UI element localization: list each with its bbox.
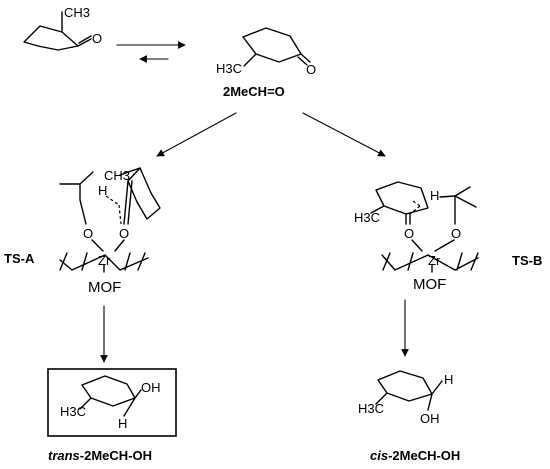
hydroxyl-label: OH <box>420 411 440 426</box>
carbonyl-oxygen-label: O <box>306 62 316 77</box>
arrow-to-ts-a <box>156 112 237 157</box>
transition-state-a: CH3 H O O Zr MOF TS-A <box>4 167 161 296</box>
equilibrium-arrows <box>116 41 186 63</box>
isopropoxide-oxygen-label: O <box>451 226 461 241</box>
highlight-box <box>47 368 177 437</box>
hydroxyl-label: OH <box>141 380 161 395</box>
hydride-label: H <box>430 188 439 203</box>
methyl-label: H3C <box>216 61 242 76</box>
ts-a-label: TS-A <box>4 251 35 266</box>
transition-state-b: H3C H O O Zr MOF TS-B <box>354 181 542 293</box>
carbonyl-oxygen-label: O <box>92 31 102 46</box>
carbonyl-oxygen-label: O <box>119 226 129 241</box>
cis-product: H3C H OH cis-2MeCH-OH <box>358 370 460 463</box>
isopropoxide-oxygen-label: O <box>83 226 93 241</box>
arrow-to-ts-b <box>302 112 386 157</box>
hydride-label: H <box>98 183 107 198</box>
trans-product-name: trans-2MeCH-OH <box>48 448 152 463</box>
methyl-label: CH3 <box>104 168 130 183</box>
trans-product: H3C OH H trans-2MeCH-OH <box>47 368 177 463</box>
methyl-label: CH3 <box>64 5 90 20</box>
methyl-label: H3C <box>60 404 86 419</box>
cis-product-name: cis-2MeCH-OH <box>370 448 460 463</box>
methyl-label: H3C <box>354 210 380 225</box>
mof-label: MOF <box>88 279 121 296</box>
compound-name: 2MeCH=O <box>223 84 285 99</box>
hydrogen-label: H <box>118 416 127 431</box>
hydrogen-label: H <box>444 372 453 387</box>
mof-label: MOF <box>413 276 446 293</box>
ts-b-label: TS-B <box>512 253 542 268</box>
ketone-axial-conformer: CH3 O <box>23 5 102 51</box>
carbonyl-oxygen-label: O <box>404 226 414 241</box>
methyl-label: H3C <box>358 401 384 416</box>
ketone-equatorial-conformer: H3C O 2MeCH=O <box>216 27 316 99</box>
